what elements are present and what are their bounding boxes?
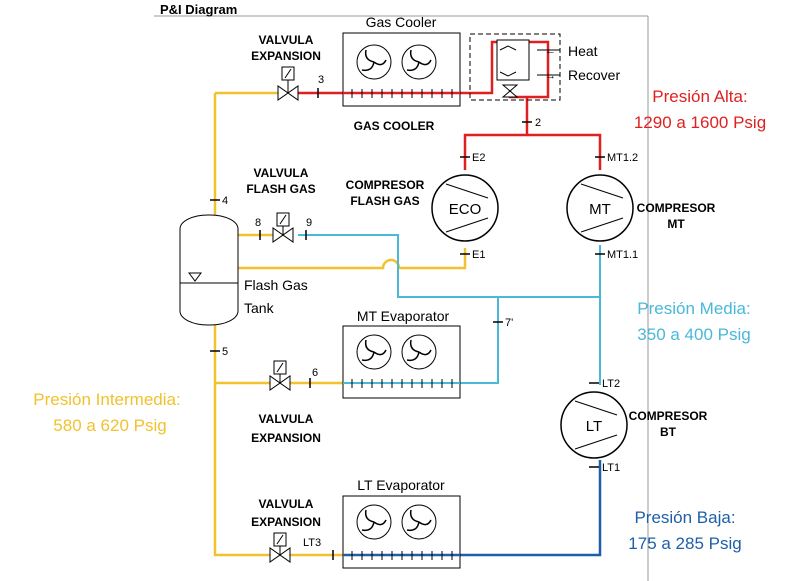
valve-flash-label-1: VALVULA	[254, 166, 309, 180]
point-lt2: LT2	[602, 378, 620, 390]
point-5: 5	[222, 346, 228, 358]
point-lt1: LT1	[602, 462, 620, 474]
pressure-intermedia-range: 580 a 620 Psig	[53, 416, 166, 435]
valve-bottom: VALVULA EXPANSION	[251, 497, 321, 563]
valve-flash: VALVULA FLASH GAS	[246, 166, 316, 243]
heat-recover-label-1: Heat	[568, 43, 598, 59]
mt-evaporator-title: MT Evaporator	[357, 308, 450, 324]
pressure-alta-range: 1290 a 1600 Psig	[634, 113, 766, 132]
lt-label-1: COMPRESOR	[629, 409, 708, 423]
point-mt11: MT1.1	[607, 249, 638, 261]
gas-cooler-caption: GAS COOLER	[354, 119, 435, 133]
lt-evaporator: LT Evaporator	[342, 477, 461, 569]
point-9: 9	[306, 217, 312, 229]
point-mt12: MT1.2	[607, 152, 638, 164]
valve-mid-label-2: EXPANSION	[251, 431, 321, 445]
heat-recover: ← → Heat Recover	[469, 33, 620, 101]
flash-tank-label-2: Tank	[244, 300, 275, 316]
point-ticks	[210, 88, 605, 560]
pressure-baja-label: Presión Baja:	[634, 508, 735, 527]
point-lt3: LT3	[303, 537, 321, 549]
gas-cooler-title: Gas Cooler	[366, 14, 437, 30]
flash-tank-label-1: Flash Gas	[244, 277, 308, 293]
pressure-intermedia-label: Presión Intermedia:	[33, 390, 180, 409]
pressure-labels: Presión Alta: 1290 a 1600 Psig Presión M…	[33, 87, 766, 553]
valve-mid-label-1: VALVULA	[259, 412, 314, 426]
arrow-in-icon: ←	[545, 45, 556, 57]
point-e2: E2	[472, 152, 485, 164]
level-indicator-icon	[188, 272, 202, 282]
lt-evaporator-title: LT Evaporator	[357, 477, 445, 493]
point-3: 3	[318, 74, 324, 86]
pressure-alta-label: Presión Alta:	[652, 87, 747, 106]
pressure-media-range: 350 a 400 Psig	[637, 325, 750, 344]
valve-flash-label-2: FLASH GAS	[246, 182, 315, 196]
mt-symbol: MT	[589, 201, 611, 218]
point-e1: E1	[472, 249, 485, 261]
diagram-title: P&I Diagram	[160, 2, 237, 17]
flash-gas-tank: Flash Gas Tank	[179, 214, 308, 326]
cyan-pipes	[298, 234, 601, 385]
point-4: 4	[222, 195, 228, 207]
eco-label-1: COMPRESOR	[346, 178, 425, 192]
eco-symbol: ECO	[449, 201, 482, 218]
point-6: 6	[312, 367, 318, 379]
blue-pipes	[460, 460, 602, 557]
compressor-eco: ECO COMPRESOR FLASH GAS	[346, 174, 499, 242]
valve-mid: VALVULA EXPANSION	[251, 360, 321, 445]
valve-bottom-label-1: VALVULA	[259, 497, 314, 511]
lt-label-2: BT	[660, 425, 677, 439]
valve-top-label-2: EXPANSION	[251, 49, 321, 63]
compressor-mt: MT COMPRESOR MT	[566, 174, 716, 242]
point-2: 2	[535, 117, 541, 129]
mt-label-2: MT	[667, 217, 685, 231]
pressure-media-label: Presión Media:	[637, 299, 750, 318]
valve-top-label-1: VALVULA	[259, 33, 314, 47]
gas-cooler: Gas Cooler GAS COOLER	[342, 14, 461, 133]
valve-top: VALVULA EXPANSION	[251, 33, 321, 101]
heat-recover-label-2: Recover	[568, 67, 620, 83]
compressor-lt: LT COMPRESOR BT	[560, 391, 708, 459]
point-8: 8	[255, 217, 261, 229]
valve-bottom-label-2: EXPANSION	[251, 515, 321, 529]
arrow-out-icon: →	[545, 70, 556, 82]
point-7: 7'	[505, 317, 513, 329]
pressure-baja-range: 175 a 285 Psig	[628, 534, 741, 553]
lt-symbol: LT	[586, 418, 602, 435]
mt-label-1: COMPRESOR	[637, 201, 716, 215]
mt-evaporator: MT Evaporator	[342, 308, 461, 399]
eco-label-2: FLASH GAS	[350, 194, 419, 208]
heat-recover-valve-icon	[501, 84, 519, 98]
